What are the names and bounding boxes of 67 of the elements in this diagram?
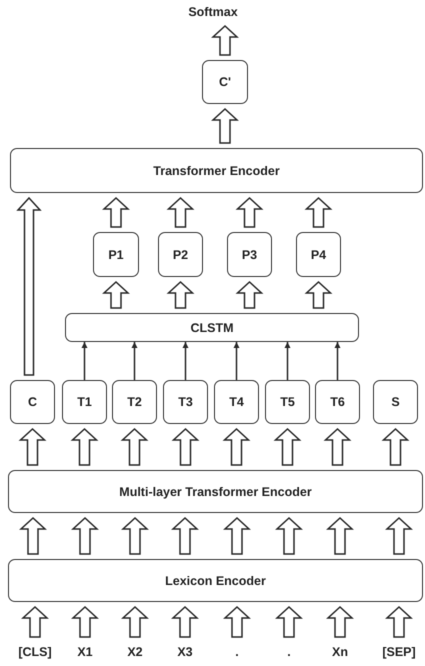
hollow-arrow [21, 606, 49, 638]
hollow-arrow [326, 516, 354, 555]
hollow-arrow [120, 428, 148, 466]
hollow-arrow [223, 516, 251, 555]
arrow [234, 342, 240, 380]
vector-box: T4 [214, 380, 259, 424]
vector-box: T5 [265, 380, 310, 424]
hollow-arrow [172, 428, 200, 466]
hollow-arrow [121, 606, 149, 638]
hollow-arrow [166, 196, 194, 228]
arrow [284, 342, 290, 380]
vector-box: P2 [158, 232, 203, 277]
arrow [182, 342, 188, 380]
vector-box: P3 [227, 232, 272, 277]
hollow-arrow [236, 196, 264, 228]
hollow-arrow [211, 108, 239, 144]
hollow-arrow [102, 196, 130, 228]
hollow-arrow [222, 428, 250, 466]
hollow-arrow [382, 428, 410, 466]
hollow-arrow [326, 606, 354, 638]
token-label: X2 [118, 642, 152, 662]
hollow-arrow [385, 606, 413, 638]
hollow-arrow [121, 516, 149, 555]
hollow-arrow [18, 428, 46, 466]
arrow [334, 342, 340, 380]
encoder-layer: Lexicon Encoder [8, 559, 423, 602]
token-label: [SEP] [376, 642, 422, 662]
vector-box: T2 [112, 380, 157, 424]
arrow [132, 342, 138, 380]
hollow-arrow [304, 196, 332, 228]
hollow-arrow [304, 280, 332, 309]
token-label: . [222, 642, 252, 662]
token-label: Xn [322, 642, 358, 662]
hollow-arrow [70, 428, 98, 466]
hollow-arrow [274, 428, 302, 466]
hollow-arrow [275, 516, 303, 555]
vector-box: C' [202, 60, 248, 104]
hollow-arrow [71, 516, 99, 555]
vector-box: C [10, 380, 55, 424]
hollow-arrow [236, 280, 264, 309]
hollow-arrow [275, 606, 303, 638]
vector-box: T6 [315, 380, 360, 424]
hollow-arrow [71, 606, 99, 638]
vector-box: P1 [93, 232, 139, 277]
vector-box: S [373, 380, 418, 424]
token-label: X1 [68, 642, 102, 662]
token-label: X3 [168, 642, 202, 662]
vector-box: T3 [163, 380, 208, 424]
hollow-arrow [102, 280, 130, 309]
hollow-arrow [171, 516, 199, 555]
hollow-arrow [19, 516, 47, 555]
hollow-arrow [385, 516, 413, 555]
vector-box: P4 [296, 232, 341, 277]
token-label: [CLS] [12, 642, 58, 662]
hollow-arrow [223, 606, 251, 638]
encoder-layer: CLSTM [65, 313, 359, 342]
hollow-arrow [166, 280, 194, 309]
token-label: . [274, 642, 304, 662]
hollow-arrow [324, 428, 352, 466]
hollow-arrow [171, 606, 199, 638]
encoder-layer: Multi-layer Transformer Encoder [8, 470, 423, 513]
arrow [82, 342, 88, 380]
hollow-arrow [211, 24, 239, 56]
vector-box: T1 [62, 380, 107, 424]
encoder-layer: Transformer Encoder [10, 148, 423, 193]
hollow-arrow [16, 196, 42, 376]
token-label: Softmax [180, 3, 246, 21]
